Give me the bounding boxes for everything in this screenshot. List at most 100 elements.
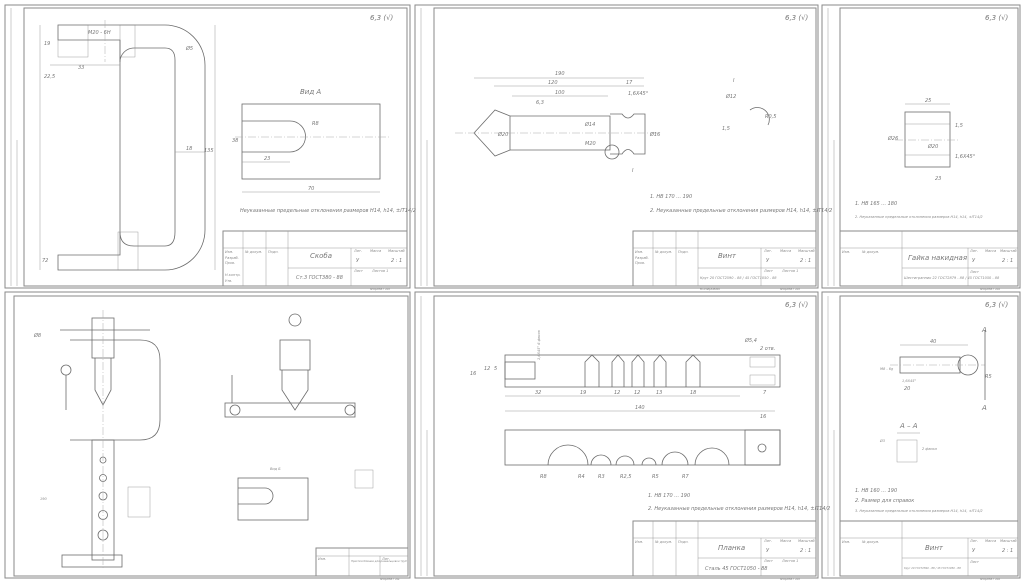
dim: Ø26 (887, 135, 898, 142)
dim: 1,5 (955, 123, 963, 129)
drawing-line (632, 230, 817, 287)
dim: М8 - 6g (880, 367, 894, 371)
drawing-label: № докум. (861, 540, 879, 544)
dim: 1,6X45° (955, 154, 976, 160)
drawing-label: Листов 1 (781, 559, 798, 563)
drawing-label: Лист (969, 270, 980, 274)
drawing-line (749, 356, 776, 368)
drawing-line (57, 24, 89, 58)
dim: 5 (494, 366, 497, 372)
part-title: Винт (718, 252, 737, 260)
drawing-line (604, 144, 620, 160)
view-label: Вид А (300, 88, 321, 96)
section-label: А – А (899, 422, 918, 430)
detail-label: I (733, 78, 735, 84)
dim: 19 (580, 390, 586, 396)
drawing-line (241, 103, 381, 180)
dim: Ø5,4 (744, 337, 757, 344)
drawing-line (821, 291, 1021, 579)
drawing-label: Масса (370, 249, 381, 253)
tech-note: 1. HB 160 ... 190 (855, 488, 897, 494)
drawing-label: Лит. (969, 249, 978, 253)
drawing-line (344, 404, 356, 416)
dim: Ø3 (879, 438, 885, 443)
drawing-line (57, 24, 206, 271)
dim: М20 (585, 141, 596, 147)
dim: 140 (635, 405, 645, 411)
dim: 2 фаски (922, 447, 938, 451)
drawing-label: Подп. (678, 540, 689, 544)
drawing-line (315, 547, 409, 577)
drawing-label: Н.контр. (225, 273, 241, 277)
sheet-assembly: Ø8 190 Вид Б Изм. Приспособление для раз… (4, 291, 411, 581)
drawing-line (757, 443, 767, 453)
drawing-label: Подп. (678, 250, 689, 254)
format-label: Формат А3 (370, 287, 390, 291)
drawing-label: У (766, 548, 770, 554)
clamp-body-drawing (39, 20, 216, 271)
dim: 16 (470, 371, 476, 377)
drawing-label: Изм. (842, 250, 850, 254)
drawing-line (119, 40, 176, 247)
drawing-label: Изм. (842, 540, 850, 544)
dim: 1,6X45° (902, 379, 916, 383)
drawing-label: Подп. (268, 250, 279, 254)
drawing-line (615, 455, 635, 466)
drawing-line (238, 487, 274, 505)
drawing-line (653, 354, 667, 387)
drawing-label: Лит. (381, 557, 390, 561)
bar-front-view (504, 354, 781, 412)
dim: 70 (308, 186, 314, 192)
roughness-mark: 6,3 (√) (785, 301, 809, 309)
drawing-line (229, 404, 241, 416)
drawing-line (97, 529, 109, 541)
sheet-skoba: 6,3 (√) М20 - 6Н 19 33 22,5 Ø5 18 135 72… (4, 4, 416, 291)
title-block: Изм. № докум. Подп. Планка Сталь 45 ГОСТ… (632, 520, 817, 577)
drawing-line (839, 295, 1019, 577)
drawing-label: Лист (353, 269, 364, 273)
drawing-line (222, 230, 408, 287)
title-block: Изм. Приспособление для развальцовки тру… (315, 547, 409, 577)
nut-drawing (895, 103, 960, 168)
drawing-label: Пров. (225, 261, 235, 265)
drawing-line (896, 439, 918, 463)
dim: Ø14 (584, 121, 595, 128)
drawing-line (354, 469, 374, 489)
dim: R5 (652, 474, 659, 480)
drawing-line (904, 111, 951, 125)
dim: 22,5 (44, 74, 55, 80)
drawing-label: № докум. (244, 250, 262, 254)
drawing-line (904, 154, 951, 168)
drawing-line (70, 339, 161, 441)
dim: 190 (555, 71, 565, 77)
drawing-label: Лист (763, 269, 774, 273)
dim: Ø20 (497, 131, 508, 138)
dim: 1,6X45° (628, 91, 649, 97)
drawing-line (61, 554, 123, 568)
tech-note: 3. Неуказанные предельные отклонения раз… (855, 509, 983, 513)
tech-note: 1. HB 165 ... 180 (855, 201, 897, 207)
drawing-line (60, 364, 72, 376)
dim: R3 (598, 474, 605, 480)
drawing-label: Листов 1 (781, 269, 798, 273)
roughness-mark: 6,3 (√) (985, 14, 1009, 22)
drawing-line (641, 457, 657, 466)
drawing-label: Масштаб (798, 539, 815, 543)
drawing-line (237, 477, 309, 521)
title-block: Изм. № докум. Подп. Разраб. Пров. Н.конт… (222, 230, 408, 287)
drawing-line (117, 231, 139, 271)
dim: Ø20 (927, 143, 938, 150)
drawing-label: № докум. (654, 250, 672, 254)
drawing-line (749, 107, 770, 126)
drawing-line (281, 370, 309, 411)
dim: 135 (204, 148, 214, 154)
drawing-label: Масштаб (798, 249, 815, 253)
dim: 6,3 (536, 100, 544, 106)
drawing-line (590, 454, 612, 466)
drawing-line (749, 374, 776, 386)
tech-note: 2. Неуказанные предельные отклонения раз… (855, 215, 983, 219)
title-block: Изм. № докум. Подп. Разраб. Пров. Винт К… (632, 230, 817, 287)
tech-note: 1. HB 170 ... 190 (648, 493, 690, 499)
small-screw-drawing (890, 330, 986, 463)
